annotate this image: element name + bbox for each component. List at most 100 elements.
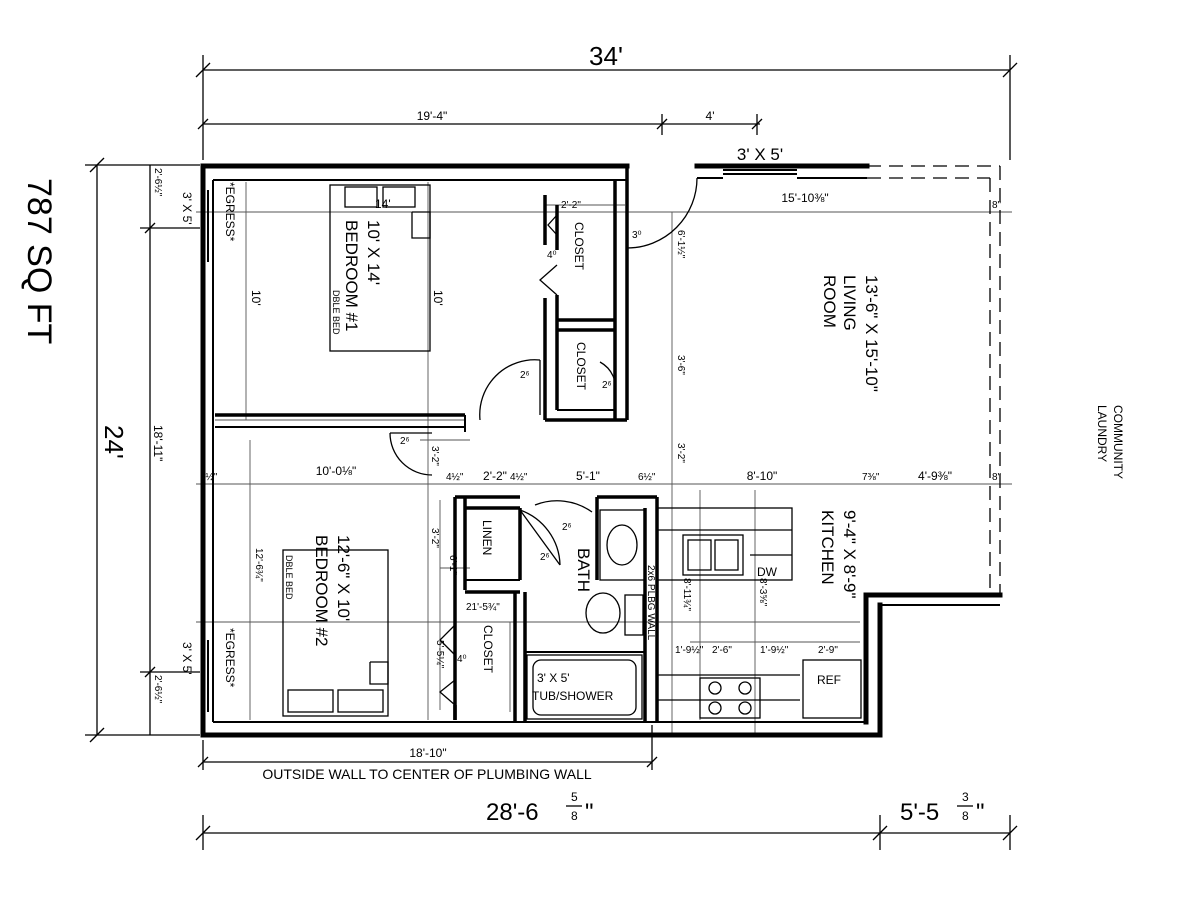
dim-v-a: 3'-2" <box>429 446 440 466</box>
bedroom1-name: BEDROOM #1 <box>342 220 361 331</box>
door-bed2-closet: 4⁰ <box>457 654 467 665</box>
bedroom2-depth-dim: 12'-6¾" <box>253 548 264 582</box>
area-label: 787 SQ FT <box>20 178 58 344</box>
kitchen-sink <box>682 534 744 576</box>
kitchen-name: KITCHEN <box>818 510 837 585</box>
windows-doors <box>389 165 797 706</box>
linen-height-dim: 6'-1" <box>447 555 458 575</box>
window-size: 3' X 5' <box>737 145 783 164</box>
plumbing-wall-label: 2x6 PLBG WALL <box>645 565 656 641</box>
top-dim-door: 4' <box>706 109 715 123</box>
dim-bed1-closet-w: 2'-2" <box>561 200 581 211</box>
kitchen-k4: 2'-9" <box>818 645 838 656</box>
kitchen-k3: 1'-9½" <box>760 645 789 656</box>
hall-closet-label: CLOSET <box>574 342 588 391</box>
overall-width: 34' <box>589 41 623 71</box>
egress-offset-bottom: 2'-6½" <box>152 675 163 704</box>
dim-wall-a: 4½" <box>446 472 464 483</box>
egress-top-size: 3' X 5' <box>180 192 194 225</box>
plumbing-dim: 18'-10" <box>409 746 446 760</box>
tub-shower <box>526 654 643 720</box>
door-hall-closet: 2⁶ <box>602 380 612 391</box>
walls <box>200 163 1003 738</box>
overall-depth: 24' <box>99 425 129 459</box>
bedroom1-bed: DBLE BED <box>331 290 341 335</box>
living-width-dim: 15'-10⅜" <box>781 191 828 205</box>
linen-closet-label: LINEN <box>480 520 494 555</box>
bed2-closet-dim: 5'-5¼" <box>434 640 446 669</box>
bath-width-dim: 21'-5¾" <box>466 602 500 613</box>
bedroom1-width-dim: 14' <box>375 197 391 211</box>
bottom-main-inch: " <box>585 799 594 826</box>
egress-bottom-size: 3' X 5' <box>180 642 194 675</box>
dim-top-right: 8" <box>992 200 1002 211</box>
bedroom2-bed: DBLE BED <box>284 555 294 600</box>
dim-liv-a: 8'-10" <box>747 469 778 483</box>
kitchen-dim-b: 8'-3⅝" <box>757 578 768 607</box>
dim-bed2-width: 10'-0⅛" <box>316 464 357 478</box>
plumbing-note: OUTSIDE WALL TO CENTER OF PLUMBING WALL <box>262 766 592 782</box>
dim-wall-b: 6½" <box>638 472 656 483</box>
bath-label: BATH <box>574 548 593 592</box>
living-name-2: ROOM <box>820 275 839 328</box>
range <box>699 677 761 719</box>
egress-bottom-label: *EGRESS* <box>223 628 237 688</box>
dim-v-b: 3'-2" <box>429 528 440 548</box>
fixtures <box>282 184 862 720</box>
double-bed-1 <box>329 184 431 352</box>
kitchen-k1: 1'-9½" <box>675 645 704 656</box>
door-bath: 2⁶ <box>562 522 572 533</box>
dim-hall-b: 5'-1" <box>576 469 600 483</box>
door-entry: 3⁰ <box>632 230 642 241</box>
tub-size: 3' X 5' <box>537 671 570 685</box>
bottom-right-dim: 5'-5 <box>900 799 939 826</box>
living-size: 13'-6" X 15'-10" <box>862 275 881 392</box>
tub-label: TUB/SHOWER <box>532 689 614 703</box>
refrigerator <box>802 659 862 719</box>
entry-door-swing <box>626 177 698 249</box>
bottom-main-frac-den: 8 <box>571 809 578 823</box>
kitchen-size: 9'-4" X 8'-9" <box>840 510 859 599</box>
living-upper-dim: 6'-1½" <box>675 230 686 259</box>
kitchen-dim-a: 8'-11¾" <box>681 578 692 612</box>
egress-offset-top: 2'-6½" <box>152 168 163 197</box>
egress-top-label: *EGRESS* <box>223 182 237 242</box>
dim-left-wall: 6½" <box>200 472 218 483</box>
bedroom2-name: BEDROOM #2 <box>312 535 331 646</box>
dim-wall-c: 7⅜" <box>862 472 880 483</box>
labels: 34' 19'-4" 4' 3' X 5' 787 SQ FT 24' 2'-6… <box>20 41 1125 826</box>
dim-wall-e: 4½" <box>510 472 528 483</box>
top-dim-left: 19'-4" <box>417 109 448 123</box>
bedroom1-closet-label: CLOSET <box>572 222 586 271</box>
bottom-main-dim: 28'-6 <box>486 799 539 826</box>
dishwasher-label: DW <box>757 565 778 579</box>
dim-liv-b: 4'-9⅜" <box>918 469 952 483</box>
door-bed1: 2⁶ <box>520 370 530 381</box>
double-bed-2 <box>282 549 389 717</box>
bottom-right-inch: " <box>976 799 985 826</box>
dim-wall-d: 8" <box>992 472 1002 483</box>
toilet <box>585 592 621 634</box>
kitchen-k2: 2'-6" <box>712 645 732 656</box>
door-bed2: 2⁶ <box>400 436 410 447</box>
bedroom2-closet-label: CLOSET <box>481 625 495 674</box>
bottom-right-frac-num: 3 <box>962 790 969 804</box>
bedroom1-size: 10' X 14' <box>364 220 383 285</box>
bedroom2-size: 12'-6" X 10' <box>334 535 353 621</box>
laundry-label: LAUNDRY <box>1095 405 1109 462</box>
bedroom1-depth-dim: 10' <box>249 290 263 306</box>
dim-hall-a: 2'-2" <box>483 469 507 483</box>
interior-depth: 18'-11" <box>151 425 165 461</box>
door-bed1-closet: 4⁰ <box>547 250 557 261</box>
bedroom1-depth-dim-2: 10' <box>431 290 445 306</box>
community-label: COMMUNITY <box>1111 405 1125 479</box>
dim-v-c: 3'-2" <box>675 443 686 463</box>
dimension-lines <box>85 55 1018 850</box>
living-name-1: LIVING <box>840 275 859 331</box>
bath-sink <box>599 509 646 581</box>
bottom-main-frac-num: 5 <box>571 790 578 804</box>
refrigerator-label: REF <box>817 673 841 687</box>
living-mid-dim: 3'-6" <box>675 355 686 375</box>
bottom-right-frac-den: 8 <box>962 809 969 823</box>
